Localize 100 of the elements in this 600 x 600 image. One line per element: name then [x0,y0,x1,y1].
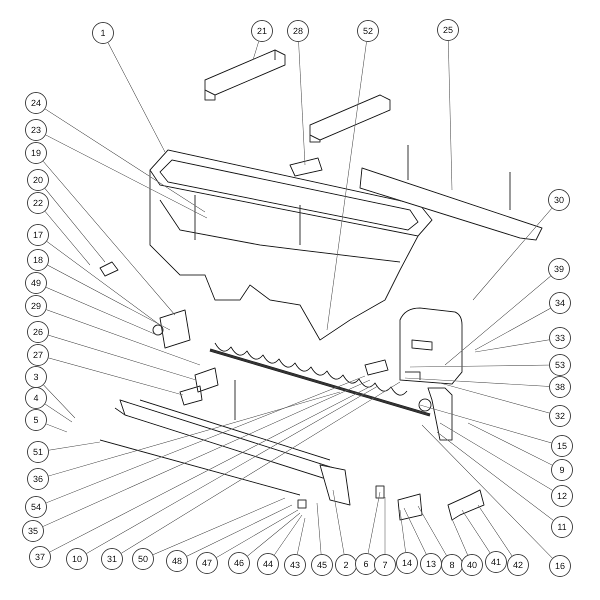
callout-number: 8 [441,554,463,576]
callout-number: 5 [25,409,47,431]
callout-number: 1 [92,22,114,44]
callout-number: 25 [437,19,459,41]
leader-line [46,376,366,504]
callout-number: 21 [251,20,273,42]
callout-number: 31 [101,548,123,570]
callout-number: 26 [27,321,49,343]
callout-number: 29 [25,295,47,317]
leader-line [47,264,170,330]
leader-line [422,424,553,558]
leader-line [474,308,551,350]
leader-line [420,404,552,444]
leader-line [48,334,196,380]
leader-line [404,378,550,387]
leader-line [384,496,386,554]
callout-number: 39 [548,258,570,280]
leader-line [121,382,400,554]
callout-number: 38 [549,376,571,398]
leader-line [440,422,553,491]
callout-number: 19 [25,142,47,164]
leader-line [46,424,68,432]
leader-line [46,134,208,218]
leader-line [474,340,550,352]
callout-number: 49 [25,272,47,294]
callout-number: 24 [25,92,47,114]
leader-line [46,287,158,336]
callout-number: 34 [549,292,571,314]
callout-number: 15 [551,435,573,457]
leader-line [186,504,292,556]
callout-number: 35 [22,520,44,542]
callout-number: 27 [27,344,49,366]
leader-line [400,510,406,552]
callout-number: 50 [132,548,154,570]
leader-line [452,518,468,556]
leader-line [297,518,306,554]
callout-number: 14 [396,552,418,574]
leader-line [108,42,166,152]
leader-line [247,512,300,556]
callout-number: 46 [228,552,250,574]
leader-line [418,506,447,556]
leader-line [44,404,72,422]
callout-number: 42 [507,554,529,576]
leader-line [448,40,452,190]
leader-line [42,161,176,316]
callout-number: 16 [549,555,571,577]
leader-line [44,188,106,262]
callout-number: 36 [27,468,49,490]
callout-number: 20 [27,169,49,191]
leader-line [44,211,90,266]
callout-number: 43 [284,554,306,576]
callout-number: 53 [549,354,571,376]
leader-line [440,382,550,414]
leader-line [436,432,554,521]
leader-line [46,309,200,366]
callout-number: 10 [66,548,88,570]
leader-line [368,492,380,554]
leader-line [44,108,206,212]
leader-line [46,241,160,326]
callout-number: 52 [357,20,379,42]
leader-line [252,41,259,60]
callout-number: 13 [420,553,442,575]
callout-number: 32 [549,405,571,427]
callout-number: 30 [548,189,570,211]
leader-line [152,498,286,555]
callout-number: 40 [461,554,483,576]
callout-number: 18 [27,249,49,271]
leader-line [326,42,367,330]
callout-number: 6 [355,553,377,575]
callout-number: 9 [551,459,573,481]
callout-number: 33 [549,327,571,349]
callout-number: 22 [27,192,49,214]
callout-number: 47 [196,552,218,574]
leader-line [298,42,306,166]
leader-line [468,422,552,466]
callout-number: 4 [25,387,47,409]
leader-line [472,208,552,300]
callout-number: 28 [287,20,309,42]
callout-number: 17 [27,224,49,246]
leader-line [48,358,184,396]
leader-line [404,508,426,554]
leader-line [410,364,550,368]
leader-line [216,510,298,558]
leader-line [274,514,302,556]
leader-line [48,442,100,450]
callout-number: 2 [335,554,357,576]
leader-line [43,384,76,418]
callout-number: 7 [374,554,396,576]
leader-line [48,392,340,476]
leader-line [42,380,370,527]
callout-number: 41 [485,551,507,573]
leader-line [316,502,322,554]
callout-number: 45 [311,554,333,576]
leader-line [444,276,551,366]
callout-number: 54 [25,496,47,518]
callout-number: 37 [29,546,51,568]
leader-line [478,504,512,556]
callout-number: 12 [551,485,573,507]
leader-line [462,510,490,554]
callout-number: 23 [25,119,47,141]
